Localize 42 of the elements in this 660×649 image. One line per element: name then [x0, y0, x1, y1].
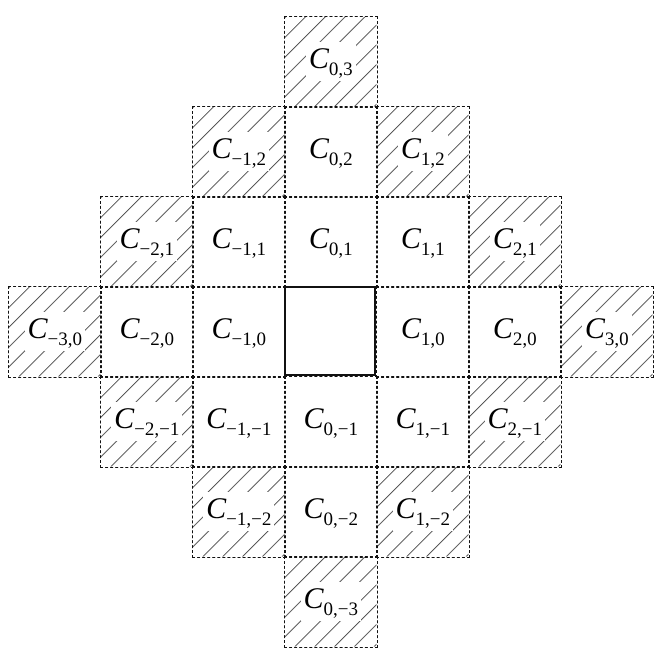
hatched-cell: [468, 196, 562, 288]
cell-label: C$_{−2,0}$: [118, 312, 175, 352]
cell-label: C$_{−3,0}$: [24, 312, 85, 352]
cell-label: C$_{−1,1}$: [210, 222, 267, 262]
cell-label: C$_{2,−1}$: [484, 402, 545, 442]
grid-cell: [192, 286, 286, 378]
center-cell: [284, 286, 376, 376]
hatched-cell: [8, 286, 102, 378]
grid-cell: [284, 376, 378, 468]
hatched-cell: [100, 196, 194, 288]
cell-label: C$_{−1,−2}$: [203, 492, 274, 532]
hatched-cell: [100, 376, 194, 468]
cell-label: C$_{0,−3}$: [300, 582, 361, 622]
cell-label: C$_{2,0}$: [492, 312, 538, 352]
cell-label: C$_{2,1}$: [490, 222, 540, 262]
cell-label: C$_{−1,−1}$: [205, 402, 272, 442]
hatched-cell: [284, 556, 378, 648]
cell-label: C$_{0,−1}$: [302, 402, 359, 442]
cell-label: C$_{0,3}$: [306, 42, 356, 82]
cell-label: C$_{1,1}$: [400, 222, 446, 262]
cell-label: C$_{1,0}$: [400, 312, 446, 352]
grid-cell: [284, 196, 378, 288]
cell-label: C$_{−1,2}$: [208, 132, 269, 172]
hatched-cell: [560, 286, 654, 378]
grid-cell: [192, 196, 286, 288]
cell-label: C$_{−2,−1}$: [111, 402, 182, 442]
cell-label: C$_{0,1}$: [308, 222, 354, 262]
cell-label: C$_{−1,0}$: [210, 312, 267, 352]
cell-label: C$_{−2,1}$: [116, 222, 177, 262]
cell-label: C$_{0,2}$: [308, 132, 354, 172]
hatched-cell: [468, 376, 562, 468]
cell-label: C$_{1,2}$: [398, 132, 448, 172]
grid-cell: [376, 286, 470, 378]
hatched-cell: [376, 106, 470, 198]
hatched-cell: [376, 466, 470, 558]
cell-label: C$_{1,−2}$: [392, 492, 453, 532]
hatched-cell: [192, 466, 286, 558]
cell-label: C$_{1,−1}$: [394, 402, 451, 442]
hatched-cell: [192, 106, 286, 198]
cell-label: C$_{3,0}$: [582, 312, 632, 352]
hatched-cell: [284, 16, 378, 108]
cell-label: C$_{0,−2}$: [302, 492, 359, 532]
